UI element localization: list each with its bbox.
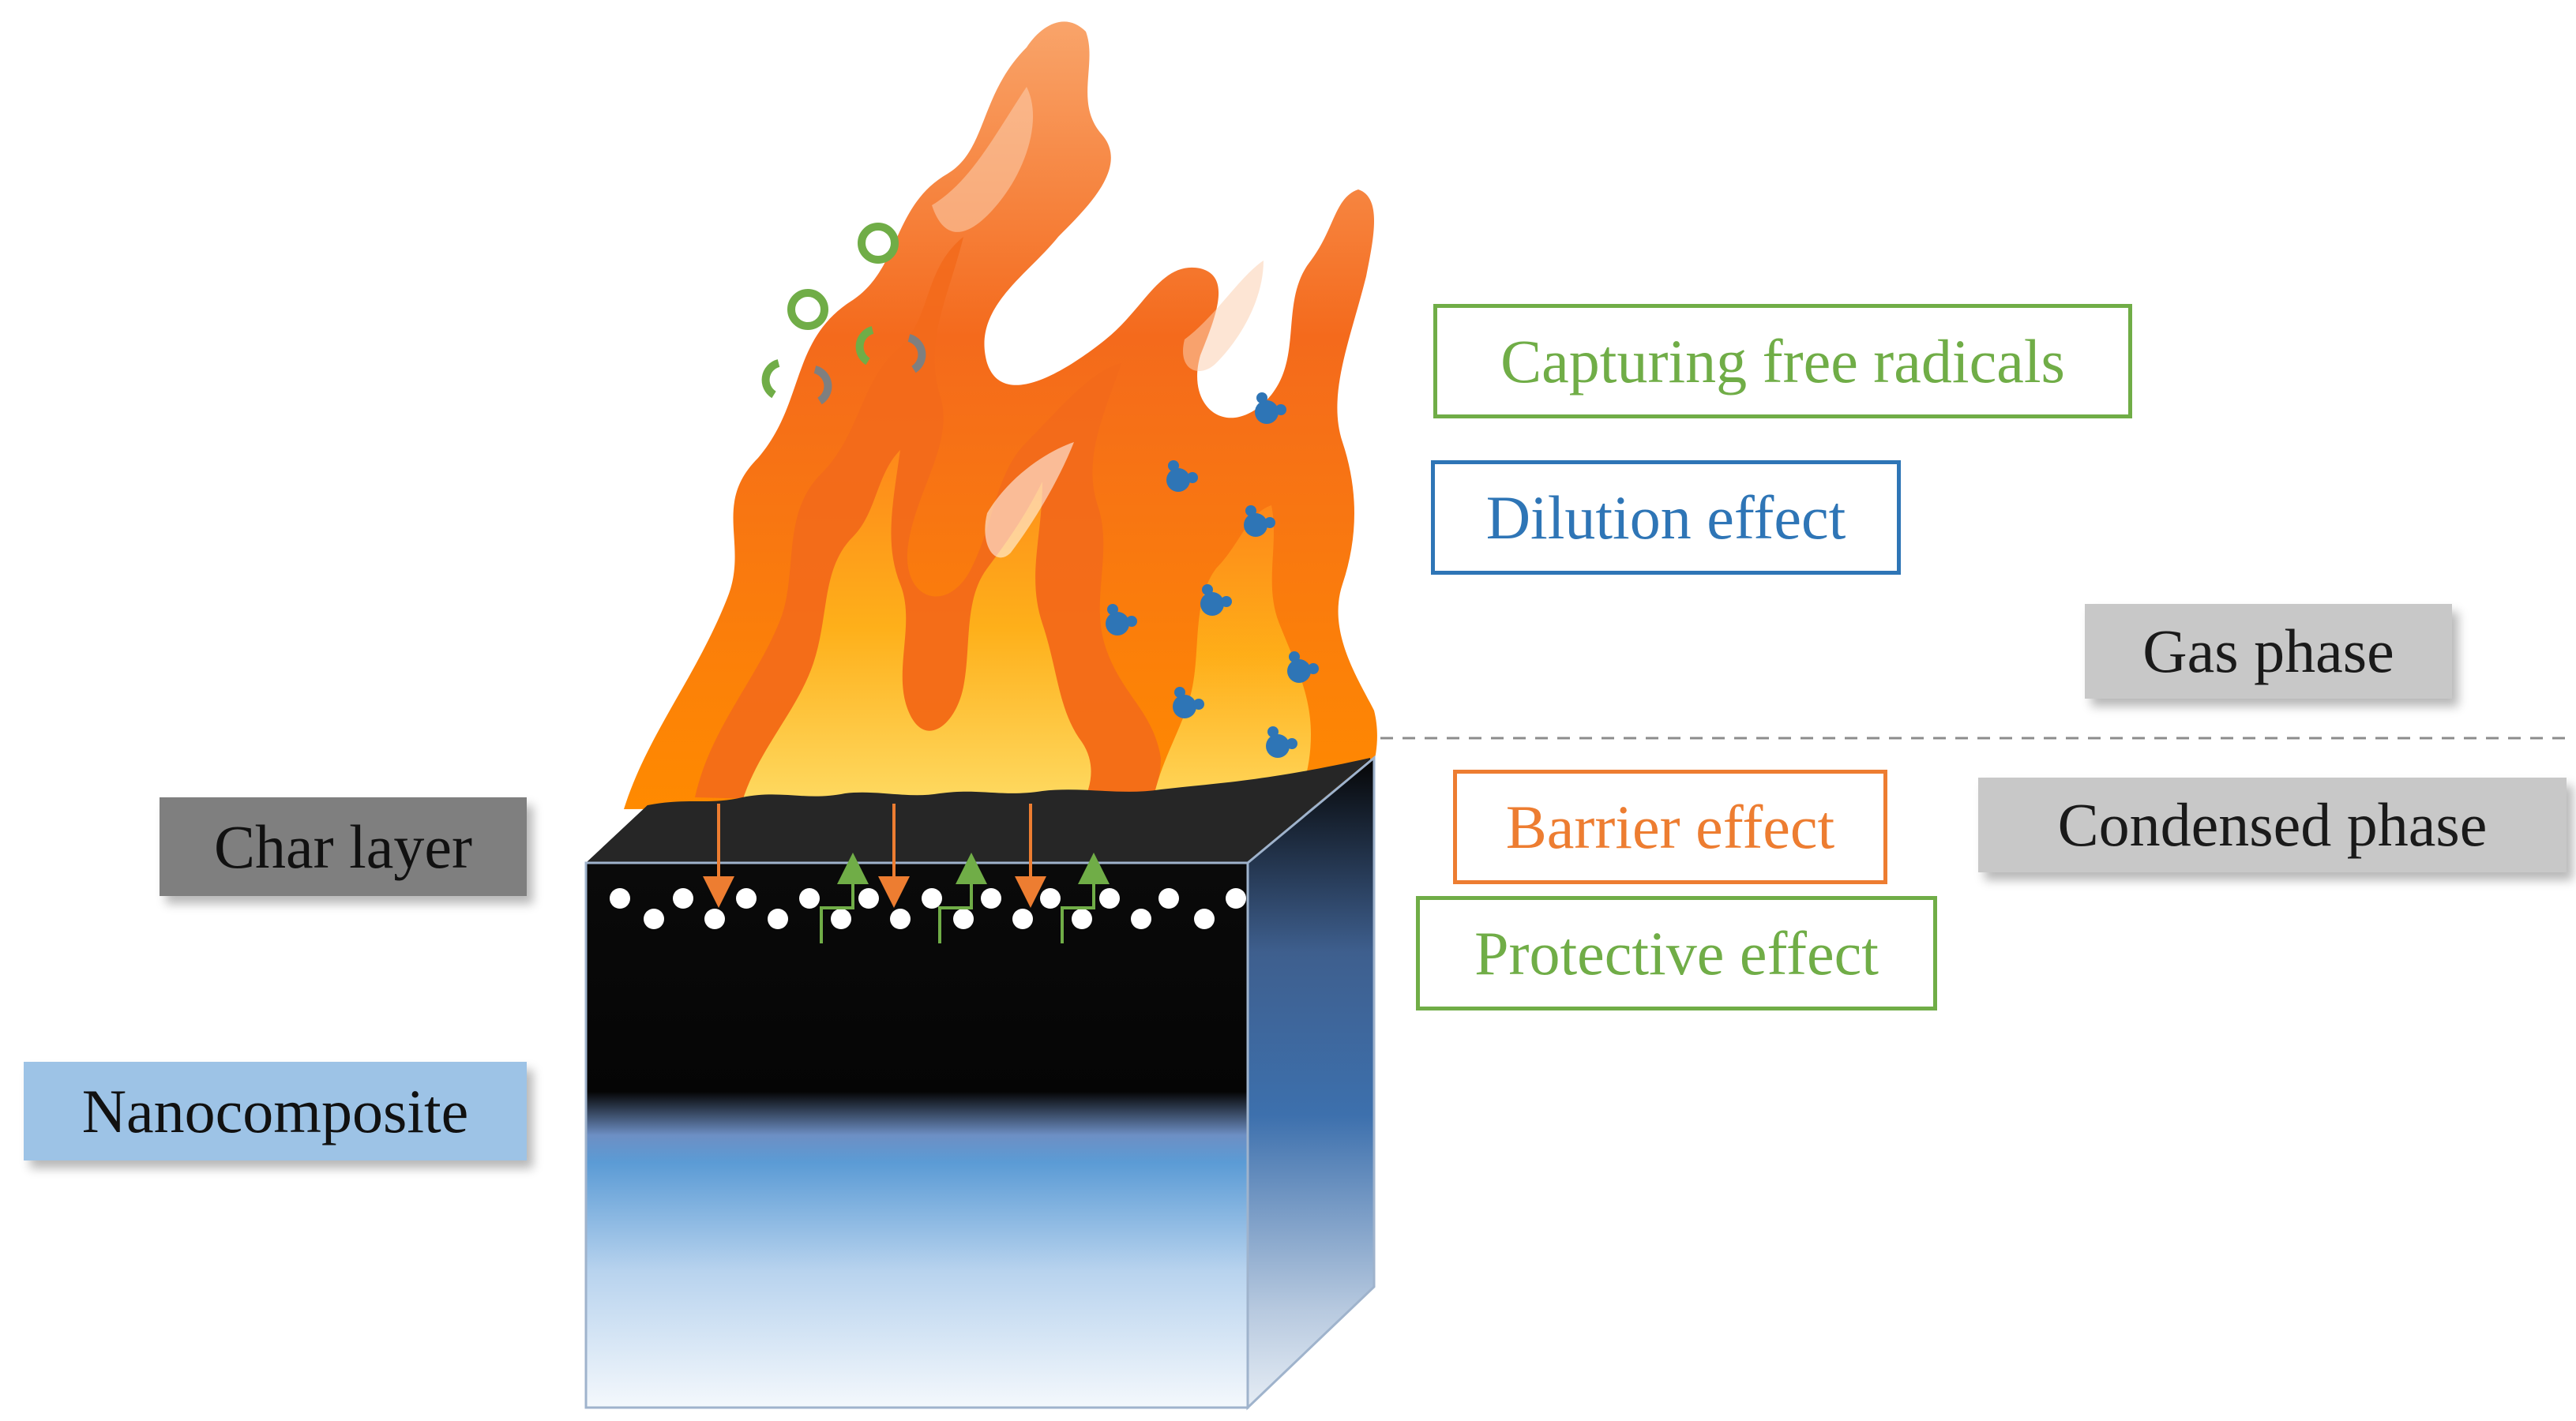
condensed-phase-label: Condensed phase xyxy=(1978,778,2567,872)
char-particles xyxy=(610,888,1246,929)
block-front-face xyxy=(584,861,1249,1409)
nanocomposite-label: Nanocomposite xyxy=(24,1062,527,1160)
protective-effect-label: Protective effect xyxy=(1416,896,1937,1010)
dilution-effect-label: Dilution effect xyxy=(1431,460,1901,575)
material-block xyxy=(584,755,1376,1411)
gas-phase-label: Gas phase xyxy=(2085,604,2452,699)
protective-arrows xyxy=(820,853,1110,943)
block-side-face xyxy=(1246,755,1376,1411)
barrier-arrows xyxy=(703,804,1046,908)
dilution-molecules xyxy=(1106,392,1319,758)
barrier-effect-label: Barrier effect xyxy=(1453,770,1887,884)
capturing-free-radicals-label: Capturing free radicals xyxy=(1433,304,2132,418)
char-layer-label: Char layer xyxy=(160,797,527,896)
free-radical-rings xyxy=(761,223,926,405)
